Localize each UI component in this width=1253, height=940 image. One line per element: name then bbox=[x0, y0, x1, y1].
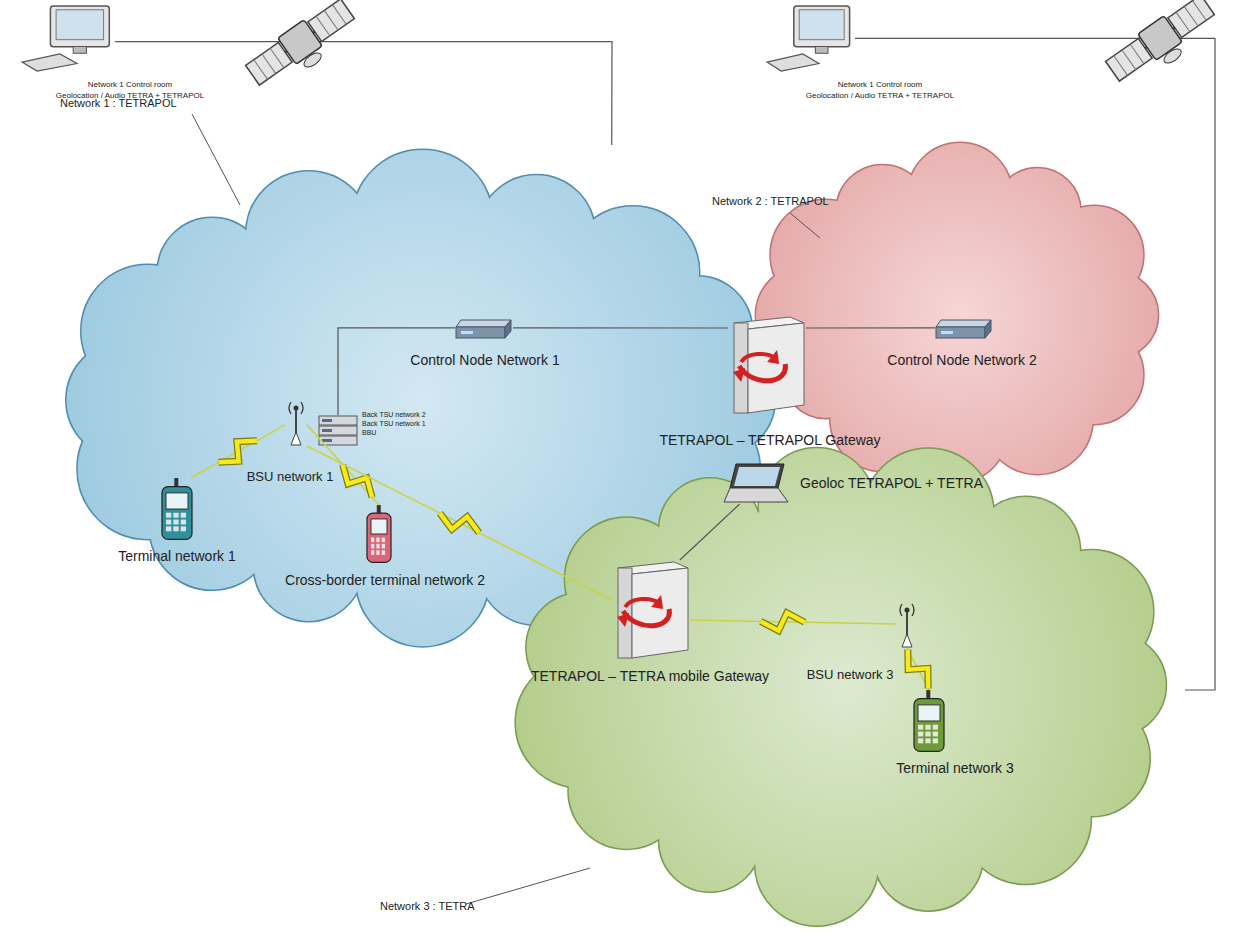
radio-line bbox=[907, 648, 929, 690]
gateway-server: TETRAPOL – TETRAPOL Gateway bbox=[728, 315, 806, 415]
wire-connector bbox=[806, 327, 935, 328]
wire-line bbox=[513, 327, 728, 328]
device-icon bbox=[765, 5, 855, 73]
lightning-bolt bbox=[343, 465, 372, 498]
wire-line bbox=[115, 42, 612, 145]
lightning-outline bbox=[908, 650, 928, 689]
wire-connector bbox=[338, 328, 455, 415]
radio-line bbox=[307, 425, 379, 505]
node-label: Network 1 : TETRAPOL bbox=[60, 97, 177, 110]
lightning-bolt bbox=[908, 650, 928, 689]
control-room-computer: Network 1 Control roomGeolocation / Audi… bbox=[765, 5, 855, 73]
base-station-antenna: BSU network 3 bbox=[896, 600, 918, 648]
node-label: Geolocation / Audio TETRA + TETRAPOL bbox=[806, 91, 954, 100]
radio-line bbox=[191, 425, 285, 478]
node-label: Network 2 : TETRAPOL bbox=[712, 195, 829, 208]
wire-line bbox=[855, 38, 1215, 690]
node-label: TETRAPOL – TETRAPOL Gateway bbox=[659, 432, 880, 448]
cloud-shape bbox=[505, 435, 1185, 935]
device-icon bbox=[935, 318, 993, 340]
node-label: Back TSU network 2 bbox=[362, 411, 426, 419]
node-label: BSU network 1 bbox=[247, 470, 334, 485]
node-label: Control Node Network 1 bbox=[410, 352, 559, 368]
wire-connector bbox=[855, 38, 1215, 690]
wire-connector bbox=[115, 42, 612, 145]
device-icon bbox=[318, 415, 358, 447]
node-label: Cross-border terminal network 2 bbox=[285, 572, 485, 588]
control-room-computer: Network 1 Control roomGeolocation / Audi… bbox=[20, 5, 115, 73]
leader-line bbox=[466, 868, 590, 904]
device-icon bbox=[896, 600, 918, 648]
lightning-outline bbox=[761, 613, 805, 631]
wire-line bbox=[338, 328, 455, 415]
node-label: TETRAPOL – TETRA mobile Gateway bbox=[531, 668, 769, 684]
node-label: Back TSU network 1 bbox=[362, 420, 426, 428]
node-label: Terminal network 1 bbox=[118, 548, 236, 564]
lightning-bolt bbox=[219, 441, 257, 463]
lightning-bolt bbox=[440, 513, 479, 533]
wire-connector bbox=[513, 327, 728, 328]
bbu-rack: Back TSU network 2Back TSU network 1BBU bbox=[318, 415, 358, 447]
wire-line bbox=[680, 504, 740, 560]
leader-line bbox=[790, 213, 820, 238]
radio-terminal: Terminal network 1 bbox=[160, 478, 194, 540]
node-label: Terminal network 3 bbox=[896, 760, 1014, 776]
control-node: Control Node Network 2 bbox=[935, 318, 993, 340]
lightning-bolt bbox=[761, 613, 805, 631]
radio-link bbox=[191, 425, 285, 478]
leader-line bbox=[192, 114, 240, 205]
device-icon bbox=[20, 5, 115, 73]
lightning-outline bbox=[343, 465, 372, 498]
device-icon bbox=[455, 318, 513, 340]
radio-terminal: Cross-border terminal network 2 bbox=[365, 505, 393, 563]
lightning-outline bbox=[440, 513, 479, 533]
node-label: BSU network 3 bbox=[807, 668, 894, 683]
node-label: Network 1 Control room bbox=[838, 80, 922, 89]
lightning-outline bbox=[219, 441, 257, 463]
geoloc-laptop: Geoloc TETRAPOL + TETRA bbox=[722, 462, 790, 504]
base-station-antenna: BSU network 1 bbox=[285, 398, 307, 446]
node-label: Geoloc TETRAPOL + TETRA bbox=[800, 475, 983, 491]
device-icon bbox=[728, 315, 806, 415]
device-icon bbox=[285, 398, 307, 446]
device-icon bbox=[612, 560, 690, 660]
wire-line bbox=[806, 327, 935, 328]
device-icon bbox=[365, 505, 393, 563]
gateway-server: TETRAPOL – TETRA mobile Gateway bbox=[612, 560, 690, 660]
network-cloud: BSU network 3Terminal network 3Network 3… bbox=[505, 435, 1185, 935]
radio-link bbox=[307, 446, 612, 600]
satellite-icon bbox=[1103, 0, 1223, 93]
radio-link bbox=[690, 613, 896, 631]
radio-link bbox=[907, 648, 929, 690]
device-icon bbox=[912, 690, 946, 752]
node-label: Control Node Network 2 bbox=[887, 352, 1036, 368]
radio-link bbox=[307, 425, 379, 505]
node-label: Network 1 Control room bbox=[88, 80, 172, 89]
radio-line bbox=[307, 446, 612, 600]
wire-connector bbox=[680, 504, 740, 560]
control-node: Control Node Network 1 bbox=[455, 318, 513, 340]
radio-line bbox=[690, 620, 896, 624]
device-icon bbox=[160, 478, 194, 540]
node-label: Network 3 : TETRA bbox=[380, 900, 475, 913]
device-icon bbox=[722, 462, 790, 504]
satellite-icon bbox=[243, 0, 363, 97]
radio-terminal: Terminal network 3 bbox=[912, 690, 946, 752]
node-label: BBU bbox=[362, 429, 376, 437]
